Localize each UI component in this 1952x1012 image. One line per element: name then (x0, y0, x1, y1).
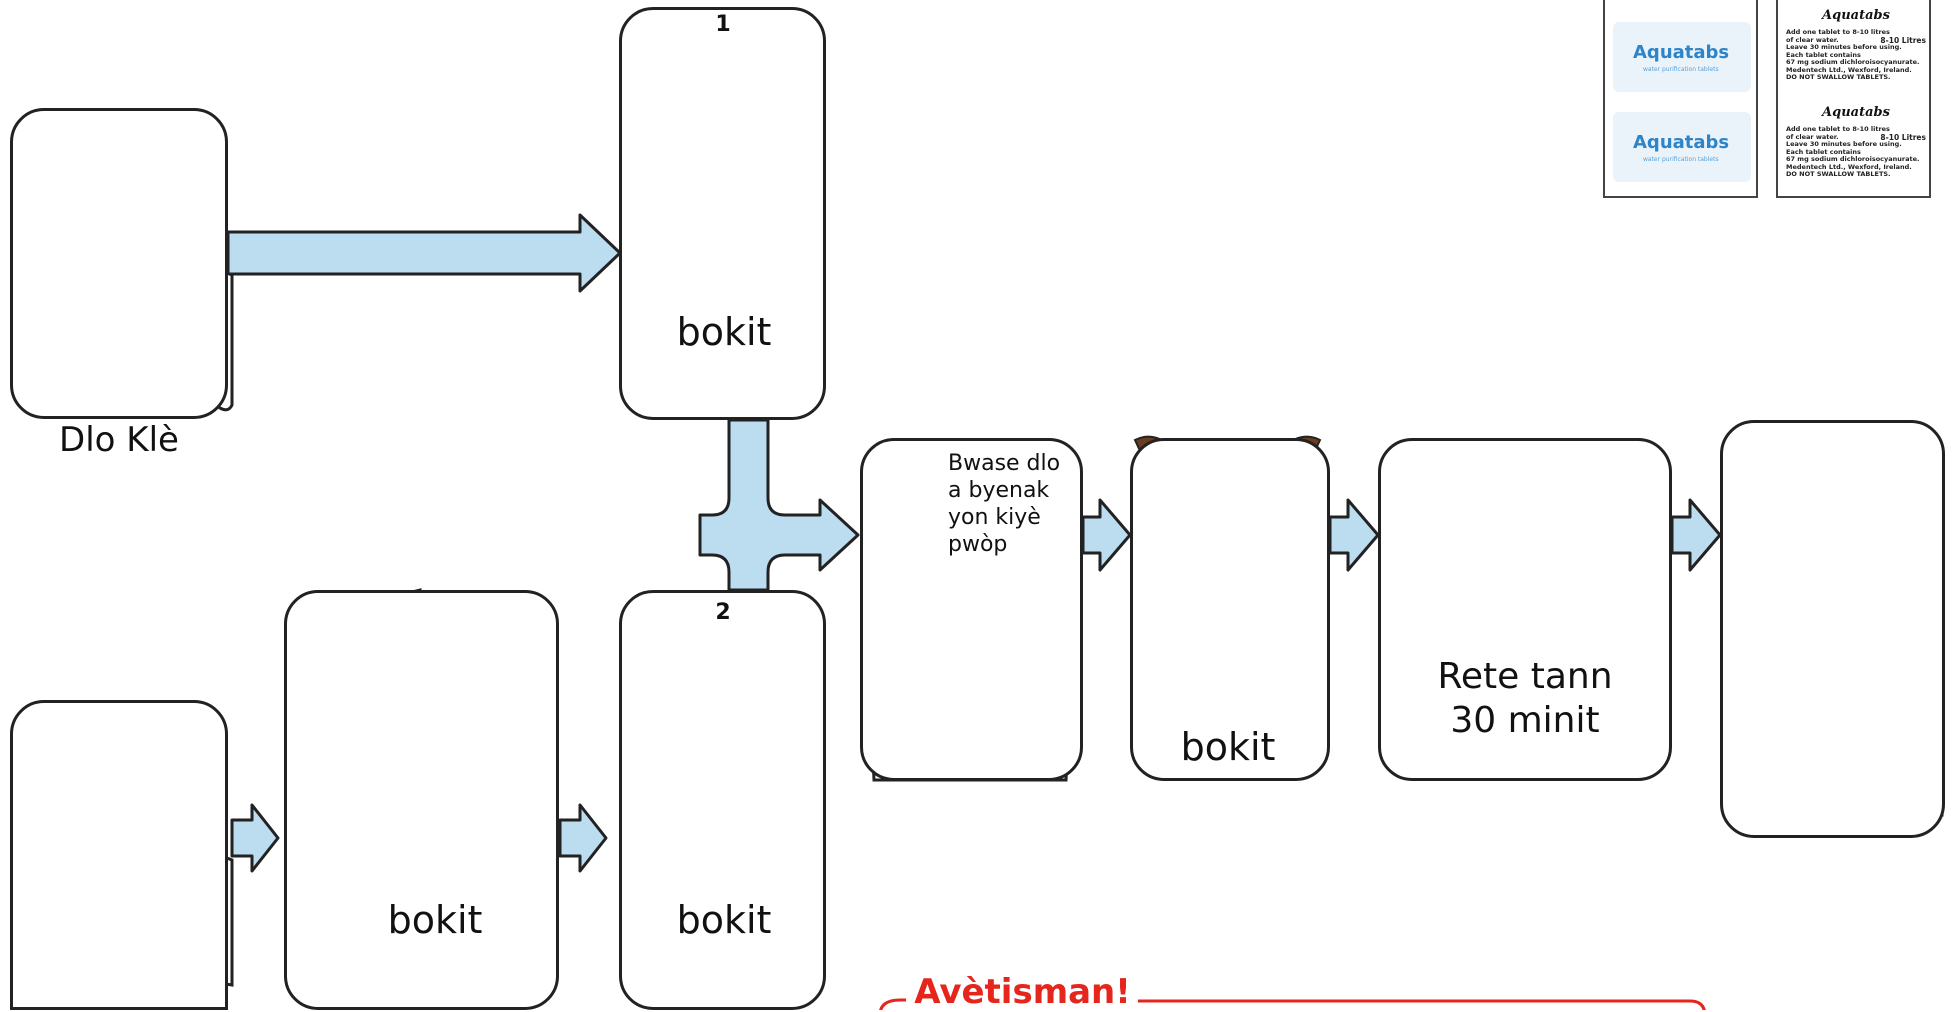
aquatabs-front-top: Aquatabs water purification tablets (1613, 22, 1751, 92)
arrow-muddy-to-pour (230, 803, 280, 873)
aquatabs-row-top: of clear water. 8-10 Litres (1786, 35, 1926, 45)
arrow-clear-to-step1 (226, 213, 622, 293)
aquatabs-text2-top: of clear water. (1786, 35, 1839, 44)
aquatabs-text2-bottom: of clear water. (1786, 132, 1839, 141)
step1-number: 1 (715, 12, 731, 37)
aquatabs-text7-top: DO NOT SWALLOW TABLETS. (1786, 73, 1891, 81)
aquatabs-tagline-top: water purification tablets (1643, 66, 1719, 73)
aquatabs-litres-top: 8-10 Litres (1880, 35, 1926, 45)
aquatabs-text5-top: 67 mg sodium dichloroisocyanurate. (1786, 58, 1920, 66)
arrow-wait-to-drink (1670, 498, 1722, 572)
step2-number: 2 (715, 600, 731, 625)
aquatabs-text4-bottom: Each tablet contains (1786, 147, 1861, 156)
bucket-label-filter: bokit (387, 898, 483, 942)
panel-filter (284, 590, 559, 1010)
aquatabs-logo-top: Aquatabs (1633, 42, 1730, 63)
panel-step2 (619, 590, 826, 1010)
panel-step1 (619, 7, 826, 420)
arrow-stir-to-cover (1081, 498, 1132, 572)
aquatabs-litres-bottom: 8-10 Litres (1880, 132, 1926, 142)
aquatabs-text1-bottom: Add one tablet to 8-10 litres (1786, 125, 1890, 133)
aquatabs-text7-bottom: DO NOT SWALLOW TABLETS. (1786, 170, 1891, 178)
panel-muddy-water (10, 700, 228, 1010)
aquatabs-back-bottom: Aquatabs Add one tablet to 8-10 litres o… (1786, 105, 1926, 179)
stir-instructions: Bwase dlo a byenak yon kiyè pwòp (948, 450, 1078, 558)
aquatabs-back-card: Aquatabs Add one tablet to 8-10 litres o… (1776, 0, 1931, 198)
aquatabs-text1-top: Add one tablet to 8-10 litres (1786, 28, 1890, 36)
aquatabs-text3-top: Leave 30 minutes before using. (1786, 43, 1902, 51)
arrow-mix-junction (698, 418, 860, 592)
panel-stir (860, 438, 1083, 781)
aquatabs-row-bottom: of clear water. 8-10 Litres (1786, 132, 1926, 142)
aquatabs-tagline-bottom: water purification tablets (1643, 156, 1719, 163)
warning-box (878, 998, 1706, 1010)
panel-cover (1130, 438, 1330, 781)
wait-instructions: Rete tann 30 minit (1378, 655, 1672, 743)
label-clear-water: Dlo Klè (59, 420, 179, 460)
panel-clear-water (10, 108, 228, 419)
bucket-label-cover: bokit (1180, 725, 1276, 769)
aquatabs-text4-top: Each tablet contains (1786, 50, 1861, 59)
aquatabs-front-bottom: Aquatabs water purification tablets (1613, 112, 1751, 182)
flow-arrows (226, 213, 1722, 873)
arrow-pour-to-step2 (558, 803, 608, 873)
wait-line-2: 30 minit (1450, 700, 1600, 741)
stir-line-2: a byenak (948, 478, 1050, 503)
panel-drink (1720, 420, 1945, 838)
aquatabs-back-top: Aquatabs Add one tablet to 8-10 litres o… (1786, 8, 1926, 82)
aquatabs-text5-bottom: 67 mg sodium dichloroisocyanurate. (1786, 155, 1920, 163)
aquatabs-logo-bottom: Aquatabs (1633, 132, 1730, 153)
stir-line-1: Bwase dlo (948, 451, 1061, 476)
aquatabs-back-brand-bottom: Aquatabs (1822, 105, 1890, 120)
aquatabs-text6-bottom: Medentech Ltd., Wexford, Ireland. (1786, 162, 1912, 171)
stir-line-4: pwòp (948, 532, 1008, 557)
warning-title: Avètisman! (914, 972, 1131, 1012)
bucket-label-step1: bokit (676, 310, 772, 354)
aquatabs-back-brand-top: Aquatabs (1822, 8, 1890, 23)
wait-line-1: Rete tann (1437, 656, 1613, 697)
arrow-cover-to-wait (1328, 498, 1380, 572)
aquatabs-text6-top: Medentech Ltd., Wexford, Ireland. (1786, 65, 1912, 74)
aquatabs-text3-bottom: Leave 30 minutes before using. (1786, 140, 1902, 148)
panel-wait (1378, 438, 1672, 781)
aquatabs-front-card: Aquatabs water purification tablets Aqua… (1603, 0, 1758, 198)
bucket-label-step2: bokit (676, 898, 772, 942)
stir-line-3: yon kiyè (948, 505, 1041, 530)
